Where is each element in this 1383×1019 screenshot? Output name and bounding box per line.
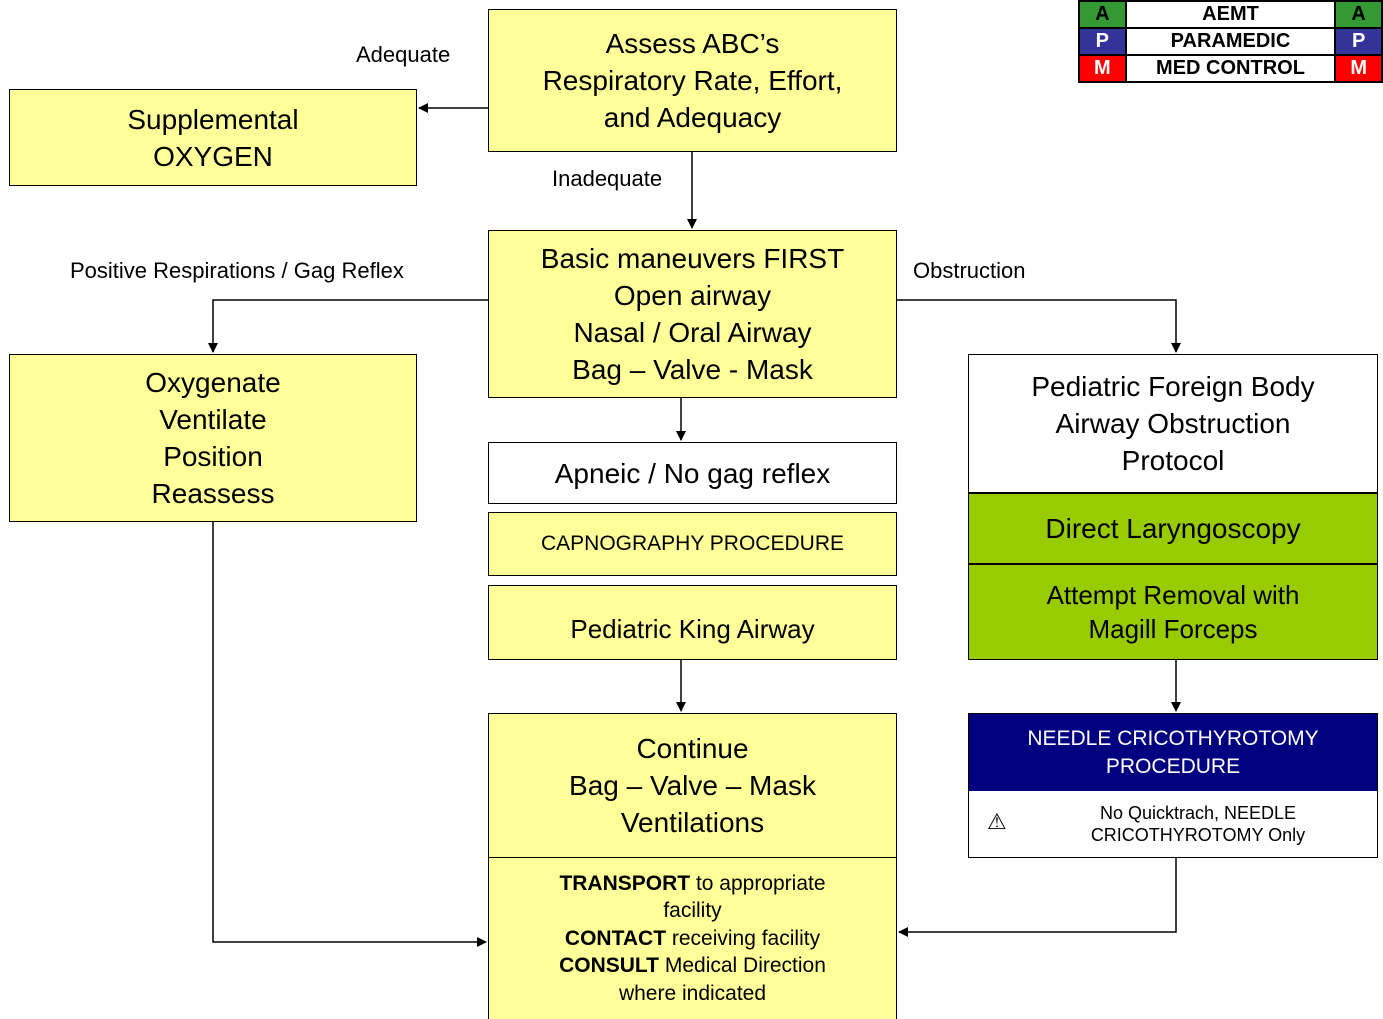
warning-icon: ⚠ xyxy=(987,809,1007,834)
needle-cricothyrotomy-box: NEEDLE CRICOTHYROTOMY PROCEDURE ⚠ No Qui… xyxy=(968,713,1378,858)
king-airway-box: Pediatric King Airway xyxy=(488,585,897,660)
direct-laryngoscopy-box: Direct Laryngoscopy xyxy=(968,493,1378,564)
transport-line: CONSULT Medical Direction xyxy=(559,954,826,978)
king-airway-text: Pediatric King Airway xyxy=(570,614,815,644)
basic-maneuvers-box: Basic maneuvers FIRST Open airway Nasal … xyxy=(488,230,897,398)
supplemental-line: Supplemental xyxy=(127,103,299,135)
magill-forceps-box: Attempt Removal with Magill Forceps xyxy=(968,564,1378,660)
legend-code: P xyxy=(1078,27,1127,56)
basic-line: Bag – Valve - Mask xyxy=(572,354,813,385)
foreign-body-line: Pediatric Foreign Body xyxy=(1031,371,1315,402)
direct-laryngoscopy-text: Direct Laryngoscopy xyxy=(1045,513,1301,544)
magill-line: Attempt Removal with xyxy=(1046,580,1300,610)
continue-line: Bag – Valve – Mask xyxy=(569,770,816,801)
continue-line: Continue xyxy=(636,733,749,764)
supplemental-oxygen-box: Supplemental OXYGEN xyxy=(9,89,417,186)
basic-line: Open airway xyxy=(613,280,772,311)
continue-line: Ventilations xyxy=(620,807,765,838)
assess-line: Respiratory Rate, Effort, xyxy=(542,65,843,96)
needle-title-line: NEEDLE CRICOTHYROTOMY xyxy=(1027,726,1319,750)
legend-row-aemt: A AEMT A xyxy=(1078,0,1383,29)
legend-label: AEMT xyxy=(1124,0,1337,29)
legend-code: A xyxy=(1078,0,1127,29)
legend-code: P xyxy=(1334,27,1383,56)
oxygenate-line: Ventilate xyxy=(159,404,267,435)
legend-label: MED CONTROL xyxy=(1124,54,1337,83)
legend-code: A xyxy=(1334,0,1383,29)
assess-line: Assess ABC’s xyxy=(605,28,780,59)
positive-respirations-label: Positive Respirations / Gag Reflex xyxy=(70,258,404,283)
legend-label: PARAMEDIC xyxy=(1124,27,1337,56)
needle-warning-line: No Quicktrach, NEEDLE xyxy=(1099,803,1297,823)
apneic-text: Apneic / No gag reflex xyxy=(554,457,831,489)
transport-box: TRANSPORT to appropriate facility CONTAC… xyxy=(488,857,897,1019)
capnography-box: CAPNOGRAPHY PROCEDURE xyxy=(488,512,897,576)
oxygenate-line: Oxygenate xyxy=(145,367,281,398)
supplemental-line: OXYGEN xyxy=(153,140,273,172)
needle-warning-area: ⚠ No Quicktrach, NEEDLE CRICOTHYROTOMY O… xyxy=(969,791,1377,857)
continue-bvm-box: Continue Bag – Valve – Mask Ventilations xyxy=(488,713,897,858)
certification-legend: A AEMT A P PARAMEDIC P M MED CONTROL M xyxy=(1078,0,1383,83)
needle-warning-line: CRICOTHYROTOMY Only xyxy=(1090,825,1306,845)
legend-row-paramedic: P PARAMEDIC P xyxy=(1078,27,1383,56)
transport-line: CONTACT receiving facility xyxy=(564,926,821,950)
inadequate-label: Inadequate xyxy=(552,166,663,191)
legend-code: M xyxy=(1078,54,1127,83)
basic-line: Nasal / Oral Airway xyxy=(573,317,812,348)
obstruction-label: Obstruction xyxy=(913,258,1026,283)
assess-abc-box: Assess ABC’s Respiratory Rate, Effort, a… xyxy=(488,9,897,152)
legend-row-med-control: M MED CONTROL M xyxy=(1078,54,1383,83)
foreign-body-line: Protocol xyxy=(1121,445,1225,476)
magill-line: Magill Forceps xyxy=(1088,614,1258,644)
oxygenate-line: Reassess xyxy=(151,478,275,509)
needle-title-band: NEEDLE CRICOTHYROTOMY PROCEDURE xyxy=(969,714,1377,791)
foreign-body-box: Pediatric Foreign Body Airway Obstructio… xyxy=(968,354,1378,493)
needle-warning-text: No Quicktrach, NEEDLE CRICOTHYROTOMY Onl… xyxy=(1091,802,1305,846)
capnography-text: CAPNOGRAPHY PROCEDURE xyxy=(540,532,844,555)
basic-line: Basic maneuvers FIRST xyxy=(540,243,845,274)
foreign-body-line: Airway Obstruction xyxy=(1055,408,1291,439)
legend-code: M xyxy=(1334,54,1383,83)
transport-line: where indicated xyxy=(618,981,767,1005)
apneic-box: Apneic / No gag reflex xyxy=(488,442,897,504)
adequate-label: Adequate xyxy=(356,42,451,67)
assess-line: and Adequacy xyxy=(603,102,782,133)
oxygenate-box: Oxygenate Ventilate Position Reassess xyxy=(9,354,417,522)
needle-title-line: PROCEDURE xyxy=(1105,754,1241,778)
transport-line: facility xyxy=(663,899,722,923)
transport-line: TRANSPORT to appropriate xyxy=(559,871,826,895)
oxygenate-line: Position xyxy=(163,441,263,472)
